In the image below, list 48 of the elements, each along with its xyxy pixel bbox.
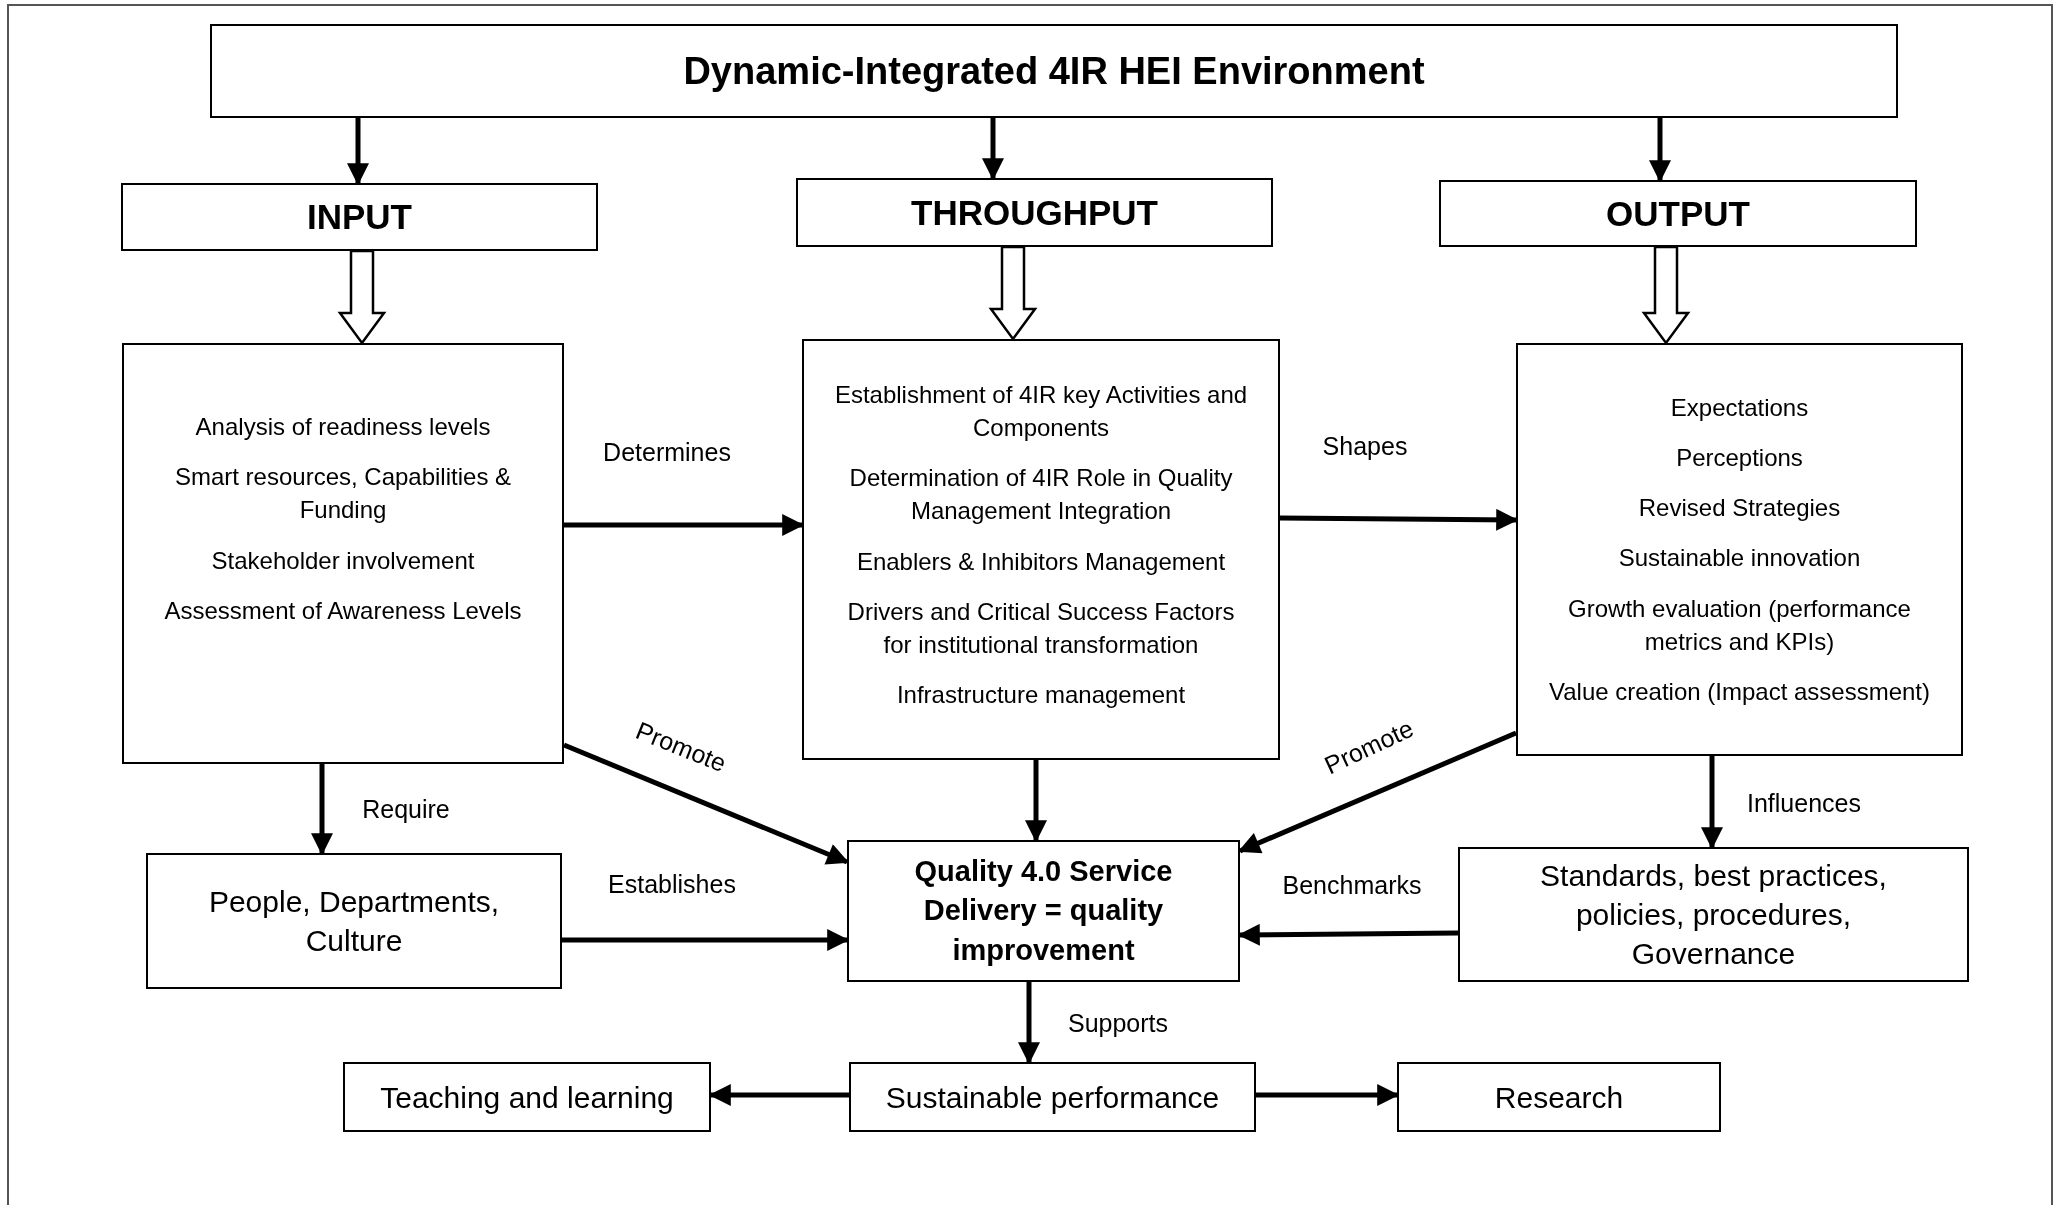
box-label: Dynamic-Integrated 4IR HEI Environment	[683, 49, 1425, 93]
box-text: Establishment of 4IR key Activities and Components	[833, 380, 1249, 444]
process-box	[1516, 343, 1963, 756]
box-label: Sustainable performance	[885, 1079, 1220, 1116]
box-text: Analysis of readiness levels	[194, 412, 492, 443]
box-label: THROUGHPUT	[911, 192, 1158, 233]
box-text: Smart resources, Capabilities & Funding	[173, 462, 513, 526]
box-text: Sustainable innovation	[1617, 543, 1862, 574]
title-box	[210, 24, 1898, 118]
process-box	[802, 339, 1280, 760]
box-label: INPUT	[307, 197, 412, 237]
arrow	[1649, 118, 1671, 183]
box-label: People, Departments, Culture	[207, 884, 501, 959]
arrow	[1025, 760, 1047, 843]
box-text: Revised Strategies	[1637, 493, 1842, 524]
arrow	[311, 764, 333, 856]
process-box	[122, 343, 564, 764]
box-text: Drivers and Critical Success Factors for institutional transformation	[846, 596, 1236, 660]
box-text: Stakeholder involvement	[210, 545, 476, 576]
header-box	[1439, 180, 1917, 247]
block-arrow	[337, 249, 387, 346]
box-label: Quality 4.0 Service Delivery = quality improvement	[913, 853, 1174, 968]
arrow	[982, 118, 1004, 181]
process-box	[1458, 847, 1969, 982]
arrow	[1701, 756, 1723, 850]
box-text: Perceptions	[1675, 443, 1804, 474]
box-text: Enablers & Inhibitors Management	[855, 546, 1227, 577]
box-text: Expectations	[1669, 393, 1810, 424]
box-text: Determination of 4IR Role in Quality Management Integration	[848, 463, 1234, 527]
header-box	[121, 183, 598, 251]
box-label: OUTPUT	[1606, 193, 1750, 234]
header-box	[796, 178, 1273, 247]
block-arrow	[1641, 245, 1691, 346]
process-box	[849, 1062, 1256, 1132]
block-arrow	[988, 245, 1038, 342]
box-text: Assessment of Awareness Levels	[163, 595, 523, 626]
box-text: Value creation (Impact assessment)	[1547, 676, 1931, 707]
process-box	[343, 1062, 711, 1132]
process-box	[847, 840, 1240, 982]
arrow	[1018, 982, 1040, 1065]
box-label: Standards, best practices, policies, procedures, Governance	[1539, 858, 1888, 972]
box-text: Growth evaluation (performance metrics and KPIs)	[1567, 593, 1912, 657]
process-box	[1397, 1062, 1721, 1132]
process-box	[146, 853, 562, 989]
box-label: Teaching and learning	[380, 1079, 674, 1116]
box-text: Infrastructure management	[895, 679, 1187, 710]
box-label: Research	[1494, 1079, 1624, 1116]
arrow	[347, 118, 369, 186]
